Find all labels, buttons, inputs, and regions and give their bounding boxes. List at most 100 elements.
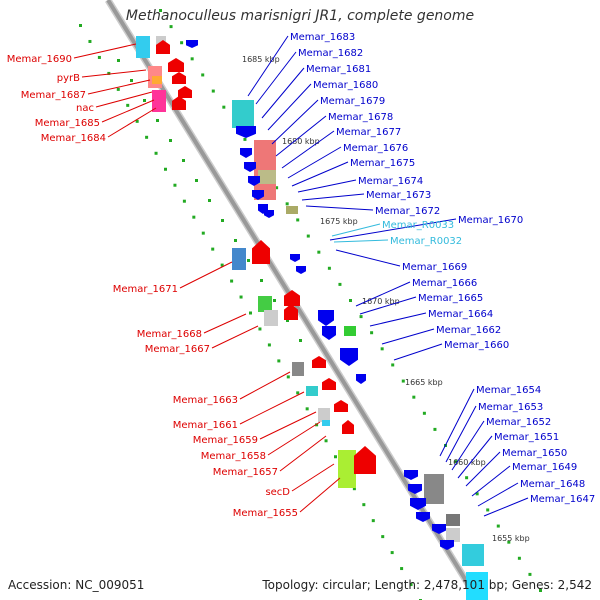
tick-mark-outer [359, 315, 363, 319]
tick-mark-outer [285, 202, 289, 206]
gene-block [232, 248, 246, 270]
leader-line [255, 51, 297, 105]
gene-label: Memar_1651 [494, 432, 559, 443]
tick-mark-mid [117, 59, 120, 62]
leader-line [261, 67, 305, 119]
reverse-gene-arrow [432, 524, 446, 534]
leader-line [333, 239, 389, 243]
tick-mark-inner [390, 551, 394, 555]
leader-line [483, 497, 529, 517]
gene-block [338, 450, 356, 488]
reverse-gene-arrow [236, 126, 256, 138]
leader-line [267, 83, 312, 131]
tick-mark-inner [116, 87, 120, 91]
gene-label: Memar_1673 [366, 190, 431, 201]
leader-line [291, 161, 349, 187]
tick-mark-outer [180, 41, 184, 45]
gene-label: Memar_1677 [336, 127, 401, 138]
leader-line [287, 146, 342, 179]
leader-line [247, 35, 289, 97]
tick-mark-outer [370, 331, 374, 335]
tick-mark-outer [169, 25, 173, 29]
leader-line [439, 388, 475, 457]
forward-gene-arrow [156, 40, 170, 54]
genome-summary-text: Topology: circular; Length: 2,478,101 bp… [262, 578, 592, 592]
tick-mark-inner [154, 151, 158, 155]
tick-mark-inner [107, 71, 111, 75]
gene-label: Memar_1655 [233, 508, 298, 519]
tick-mark-mid [286, 319, 289, 322]
ruler-label: 1660 kbp [448, 458, 486, 467]
leader-line [393, 343, 443, 361]
leader-line [179, 261, 233, 289]
tick-mark-outer [507, 540, 511, 544]
genome-title: Methanoculleus marisnigri JR1, complete … [125, 8, 475, 24]
leader-line [239, 391, 305, 425]
gene-label: Memar_1687 [21, 90, 86, 101]
gene-label: Memar_1670 [458, 215, 523, 226]
leader-line [267, 421, 321, 456]
tick-mark-mid [247, 259, 250, 262]
tick-mark-outer [422, 411, 426, 415]
gene-label: Memar_1658 [201, 451, 266, 462]
leader-line [107, 107, 157, 138]
ruler-label: 1670 kbp [362, 297, 400, 306]
tick-mark-mid [260, 279, 263, 282]
reverse-gene-arrow [408, 484, 422, 494]
leader-line [359, 296, 417, 315]
ruler-label: 1665 kbp [405, 378, 443, 387]
gene-block [466, 572, 488, 600]
tick-mark-mid [299, 339, 302, 342]
tick-mark-inner [381, 535, 385, 539]
gene-block [322, 420, 330, 426]
gene-label: Memar_1679 [320, 96, 385, 107]
gene-block [344, 326, 356, 336]
gene-label: Memar_1674 [358, 176, 423, 187]
reverse-gene-arrow [252, 190, 264, 200]
leader-line [445, 405, 477, 463]
leader-line [471, 465, 511, 497]
tick-mark-inner [334, 455, 337, 459]
gene-label: Memar_1684 [41, 133, 106, 144]
gene-block [264, 310, 278, 326]
tick-mark-outer [327, 266, 331, 270]
forward-gene-arrow [252, 240, 270, 264]
tick-mark-mid [195, 179, 198, 182]
tick-mark-outer [306, 234, 310, 238]
tick-mark-mid [273, 299, 276, 302]
tick-mark-outer [211, 89, 215, 93]
tick-mark-outer [338, 282, 342, 286]
gene-label: Memar_1672 [375, 206, 440, 217]
gene-label: Memar_1667 [145, 344, 210, 355]
tick-mark-inner [352, 487, 356, 491]
gene-block [152, 90, 166, 112]
leader-line [301, 193, 365, 201]
gene-block [258, 170, 276, 184]
leader-line [81, 69, 147, 78]
leader-line [271, 99, 319, 145]
leader-line [381, 328, 435, 345]
tick-mark-outer [517, 556, 521, 560]
leader-line [291, 463, 335, 492]
gene-label: Memar_1657 [213, 467, 278, 478]
forward-gene-arrow [178, 86, 192, 98]
gene-label: Memar_1663 [173, 395, 238, 406]
gene-label: Memar_1675 [350, 158, 415, 169]
gene-label: Memar_1666 [412, 278, 477, 289]
gene-label: Memar_1653 [478, 402, 543, 413]
tick-mark-inner [126, 103, 130, 107]
tick-mark-inner [409, 583, 413, 587]
forward-gene-arrow [172, 96, 186, 110]
tick-mark-inner [286, 375, 290, 379]
gene-label: Memar_R0033 [382, 220, 454, 231]
leader-line [275, 115, 327, 157]
leader-line [331, 223, 381, 237]
leader-line [299, 477, 341, 513]
tick-mark-outer [539, 589, 542, 592]
tick-mark-mid [234, 239, 237, 242]
tick-mark-inner [145, 135, 149, 139]
leader-line [87, 79, 151, 95]
tick-mark-outer [465, 476, 469, 480]
leader-line [329, 218, 457, 241]
forward-gene-arrow [284, 304, 298, 320]
